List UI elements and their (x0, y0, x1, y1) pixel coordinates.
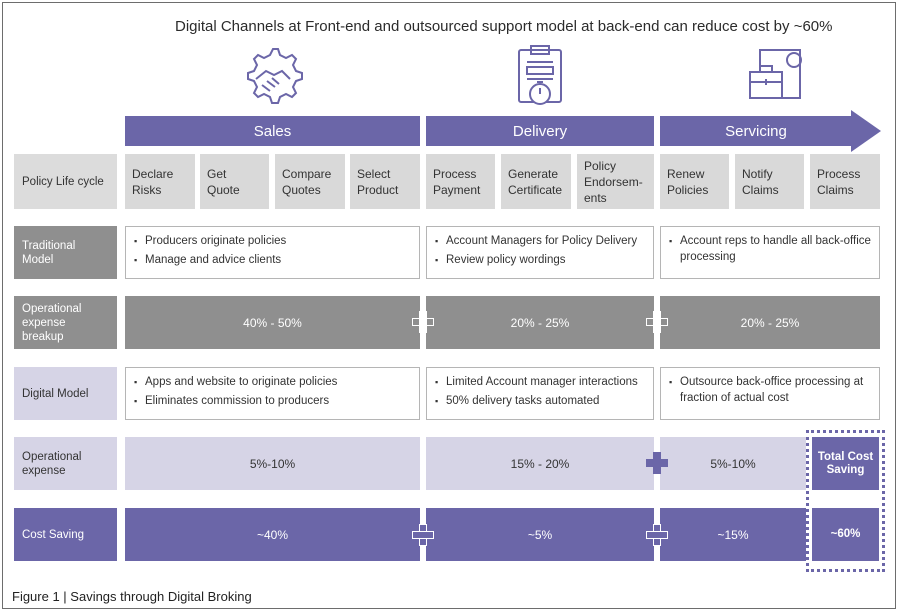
phase-servicing: Servicing (660, 116, 852, 146)
row-label-lifecycle: Policy Life cycle (14, 154, 117, 209)
row-label-digital: Digital Model (14, 367, 117, 420)
plus-icon (646, 311, 668, 333)
lifecycle-step: Select Product (350, 154, 420, 209)
bullet-item: Review policy wordings (435, 252, 645, 268)
bullet-item: 50% delivery tasks automated (435, 393, 645, 409)
lifecycle-step: Declare Risks (125, 154, 195, 209)
digital-servicing-box: Outsource back-office processing at frac… (660, 367, 880, 420)
op-breakup-servicing: 20% - 25% (660, 296, 880, 349)
plus-icon (646, 452, 668, 474)
briefcase-gear-icon (749, 49, 802, 99)
cost-saving-delivery: ~5% (426, 508, 654, 561)
figure-title: Digital Channels at Front-end and outsou… (175, 18, 833, 35)
op-expense-delivery: 15% - 20% (426, 437, 654, 490)
row-label-traditional: Traditional Model (14, 226, 117, 279)
row-label-cost-saving: Cost Saving (14, 508, 117, 561)
digital-sales-box: Apps and website to originate policiesEl… (125, 367, 420, 420)
op-breakup-sales: 40% - 50% (125, 296, 420, 349)
bullet-item: Account reps to handle all back-office p… (669, 233, 871, 265)
bullet-item: Limited Account manager interactions (435, 374, 645, 390)
lifecycle-step: Get Quote (200, 154, 269, 209)
traditional-sales-box: Producers originate policiesManage and a… (125, 226, 420, 279)
total-cost-saving-value: ~60% (812, 508, 879, 561)
lifecycle-step: Notify Claims (735, 154, 804, 209)
op-expense-sales: 5%-10% (125, 437, 420, 490)
plus-icon (412, 311, 434, 333)
lifecycle-step: Process Payment (426, 154, 495, 209)
traditional-servicing-box: Account reps to handle all back-office p… (660, 226, 880, 279)
op-expense-servicing: 5%-10% (660, 437, 806, 490)
cost-saving-servicing: ~15% (660, 508, 806, 561)
cost-saving-sales: ~40% (125, 508, 420, 561)
lifecycle-step: Policy Endorsem-ents (577, 154, 654, 209)
total-cost-saving-label: Total Cost Saving (812, 437, 879, 490)
row-label-op-breakup: Operational expense breakup (14, 296, 117, 349)
lifecycle-step: Process Claims (810, 154, 880, 209)
total-saving-highlight (806, 430, 885, 572)
handshake-gear-icon (247, 48, 303, 104)
lifecycle-step: Generate Certificate (501, 154, 571, 209)
traditional-delivery-box: Account Managers for Policy DeliveryRevi… (426, 226, 654, 279)
bullet-item: Manage and advice clients (134, 252, 411, 268)
plus-icon (646, 524, 668, 546)
bullet-item: Producers originate policies (134, 233, 411, 249)
clipboard-stopwatch-icon (518, 45, 562, 105)
phase-sales: Sales (125, 116, 420, 146)
figure-caption: Figure 1 | Savings through Digital Broki… (12, 589, 252, 604)
row-label-op-expense: Operational expense (14, 437, 117, 490)
lifecycle-step: Compare Quotes (275, 154, 345, 209)
phase-delivery: Delivery (426, 116, 654, 146)
bullet-item: Outsource back-office processing at frac… (669, 374, 871, 406)
digital-delivery-box: Limited Account manager interactions 50% … (426, 367, 654, 420)
bullet-item: Eliminates commission to producers (134, 393, 411, 409)
op-breakup-delivery: 20% - 25% (426, 296, 654, 349)
servicing-arrow-head (851, 110, 881, 152)
lifecycle-step: Renew Policies (660, 154, 729, 209)
bullet-item: Account Managers for Policy Delivery (435, 233, 645, 249)
plus-icon (412, 524, 434, 546)
bullet-item: Apps and website to originate policies (134, 374, 411, 390)
